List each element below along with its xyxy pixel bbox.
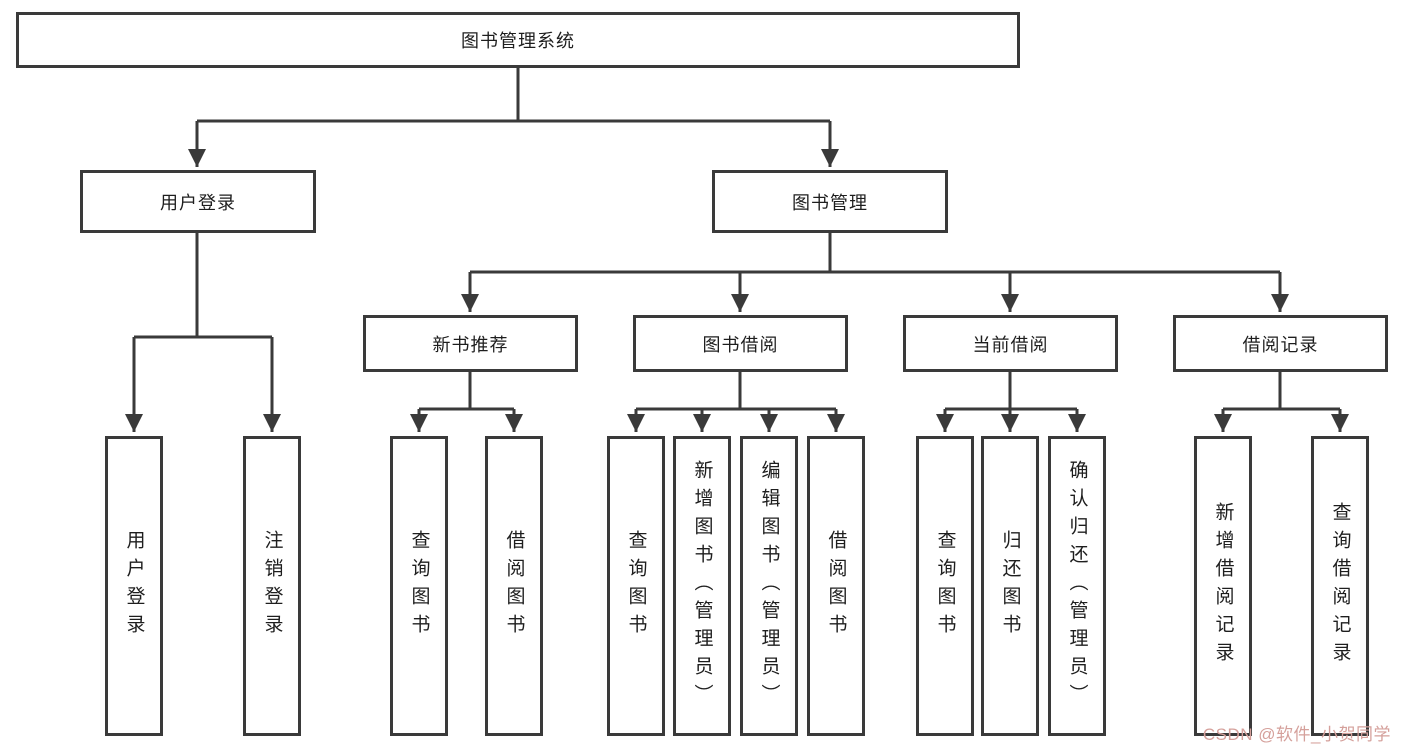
leaf-edit-book-admin: 编辑图书（管理员）: [740, 436, 798, 736]
leaf-query-borrow-record: 查询借阅记录: [1311, 436, 1369, 736]
leaf-logout-login: 注销登录: [243, 436, 301, 736]
node-book-management-label: 图书管理: [792, 192, 868, 213]
node-user-login-label: 用户登录: [160, 192, 236, 213]
leaf-user-login: 用户登录: [105, 436, 163, 736]
leaf-query-book-2: 查询图书: [607, 436, 665, 736]
node-new-book-recommend: 新书推荐: [363, 315, 578, 372]
leaf-logout-login-label: 注销登录: [261, 530, 283, 642]
leaf-add-borrow-record-label: 新增借阅记录: [1212, 502, 1234, 670]
node-user-login: 用户登录: [80, 170, 316, 233]
leaf-add-book-admin-label: 新增图书（管理员）: [691, 460, 713, 712]
node-book-management: 图书管理: [712, 170, 948, 233]
leaf-borrow-book-1-label: 借阅图书: [503, 530, 525, 642]
csdn-watermark: CSDN @软件_小贺同学: [1202, 725, 1391, 744]
leaf-confirm-return-admin-label: 确认归还（管理员）: [1066, 460, 1088, 712]
leaf-add-book-admin: 新增图书（管理员）: [673, 436, 731, 736]
leaf-borrow-book-2-label: 借阅图书: [825, 530, 847, 642]
leaf-query-book-2-label: 查询图书: [625, 530, 647, 642]
leaf-return-book: 归还图书: [981, 436, 1039, 736]
leaf-add-borrow-record: 新增借阅记录: [1194, 436, 1252, 736]
leaf-edit-book-admin-label: 编辑图书（管理员）: [758, 460, 780, 712]
leaf-borrow-book-2: 借阅图书: [807, 436, 865, 736]
node-book-borrow-label: 图书借阅: [702, 334, 779, 355]
node-borrow-record-label: 借阅记录: [1242, 334, 1319, 355]
leaf-confirm-return-admin: 确认归还（管理员）: [1048, 436, 1106, 736]
leaf-query-book-1-label: 查询图书: [408, 530, 430, 642]
node-current-borrow-label: 当前借阅: [972, 334, 1049, 355]
node-book-borrow: 图书借阅: [633, 315, 848, 372]
node-borrow-record: 借阅记录: [1173, 315, 1388, 372]
node-new-book-recommend-label: 新书推荐: [432, 334, 509, 355]
node-root-label: 图书管理系统: [461, 31, 575, 51]
leaf-user-login-label: 用户登录: [123, 530, 145, 642]
leaf-query-book-1: 查询图书: [390, 436, 448, 736]
leaf-query-book-3-label: 查询图书: [934, 530, 956, 642]
leaf-return-book-label: 归还图书: [999, 530, 1021, 642]
node-root: 图书管理系统: [16, 12, 1020, 68]
leaf-borrow-book-1: 借阅图书: [485, 436, 543, 736]
leaf-query-book-3: 查询图书: [916, 436, 974, 736]
leaf-query-borrow-record-label: 查询借阅记录: [1329, 502, 1351, 670]
node-current-borrow: 当前借阅: [903, 315, 1118, 372]
